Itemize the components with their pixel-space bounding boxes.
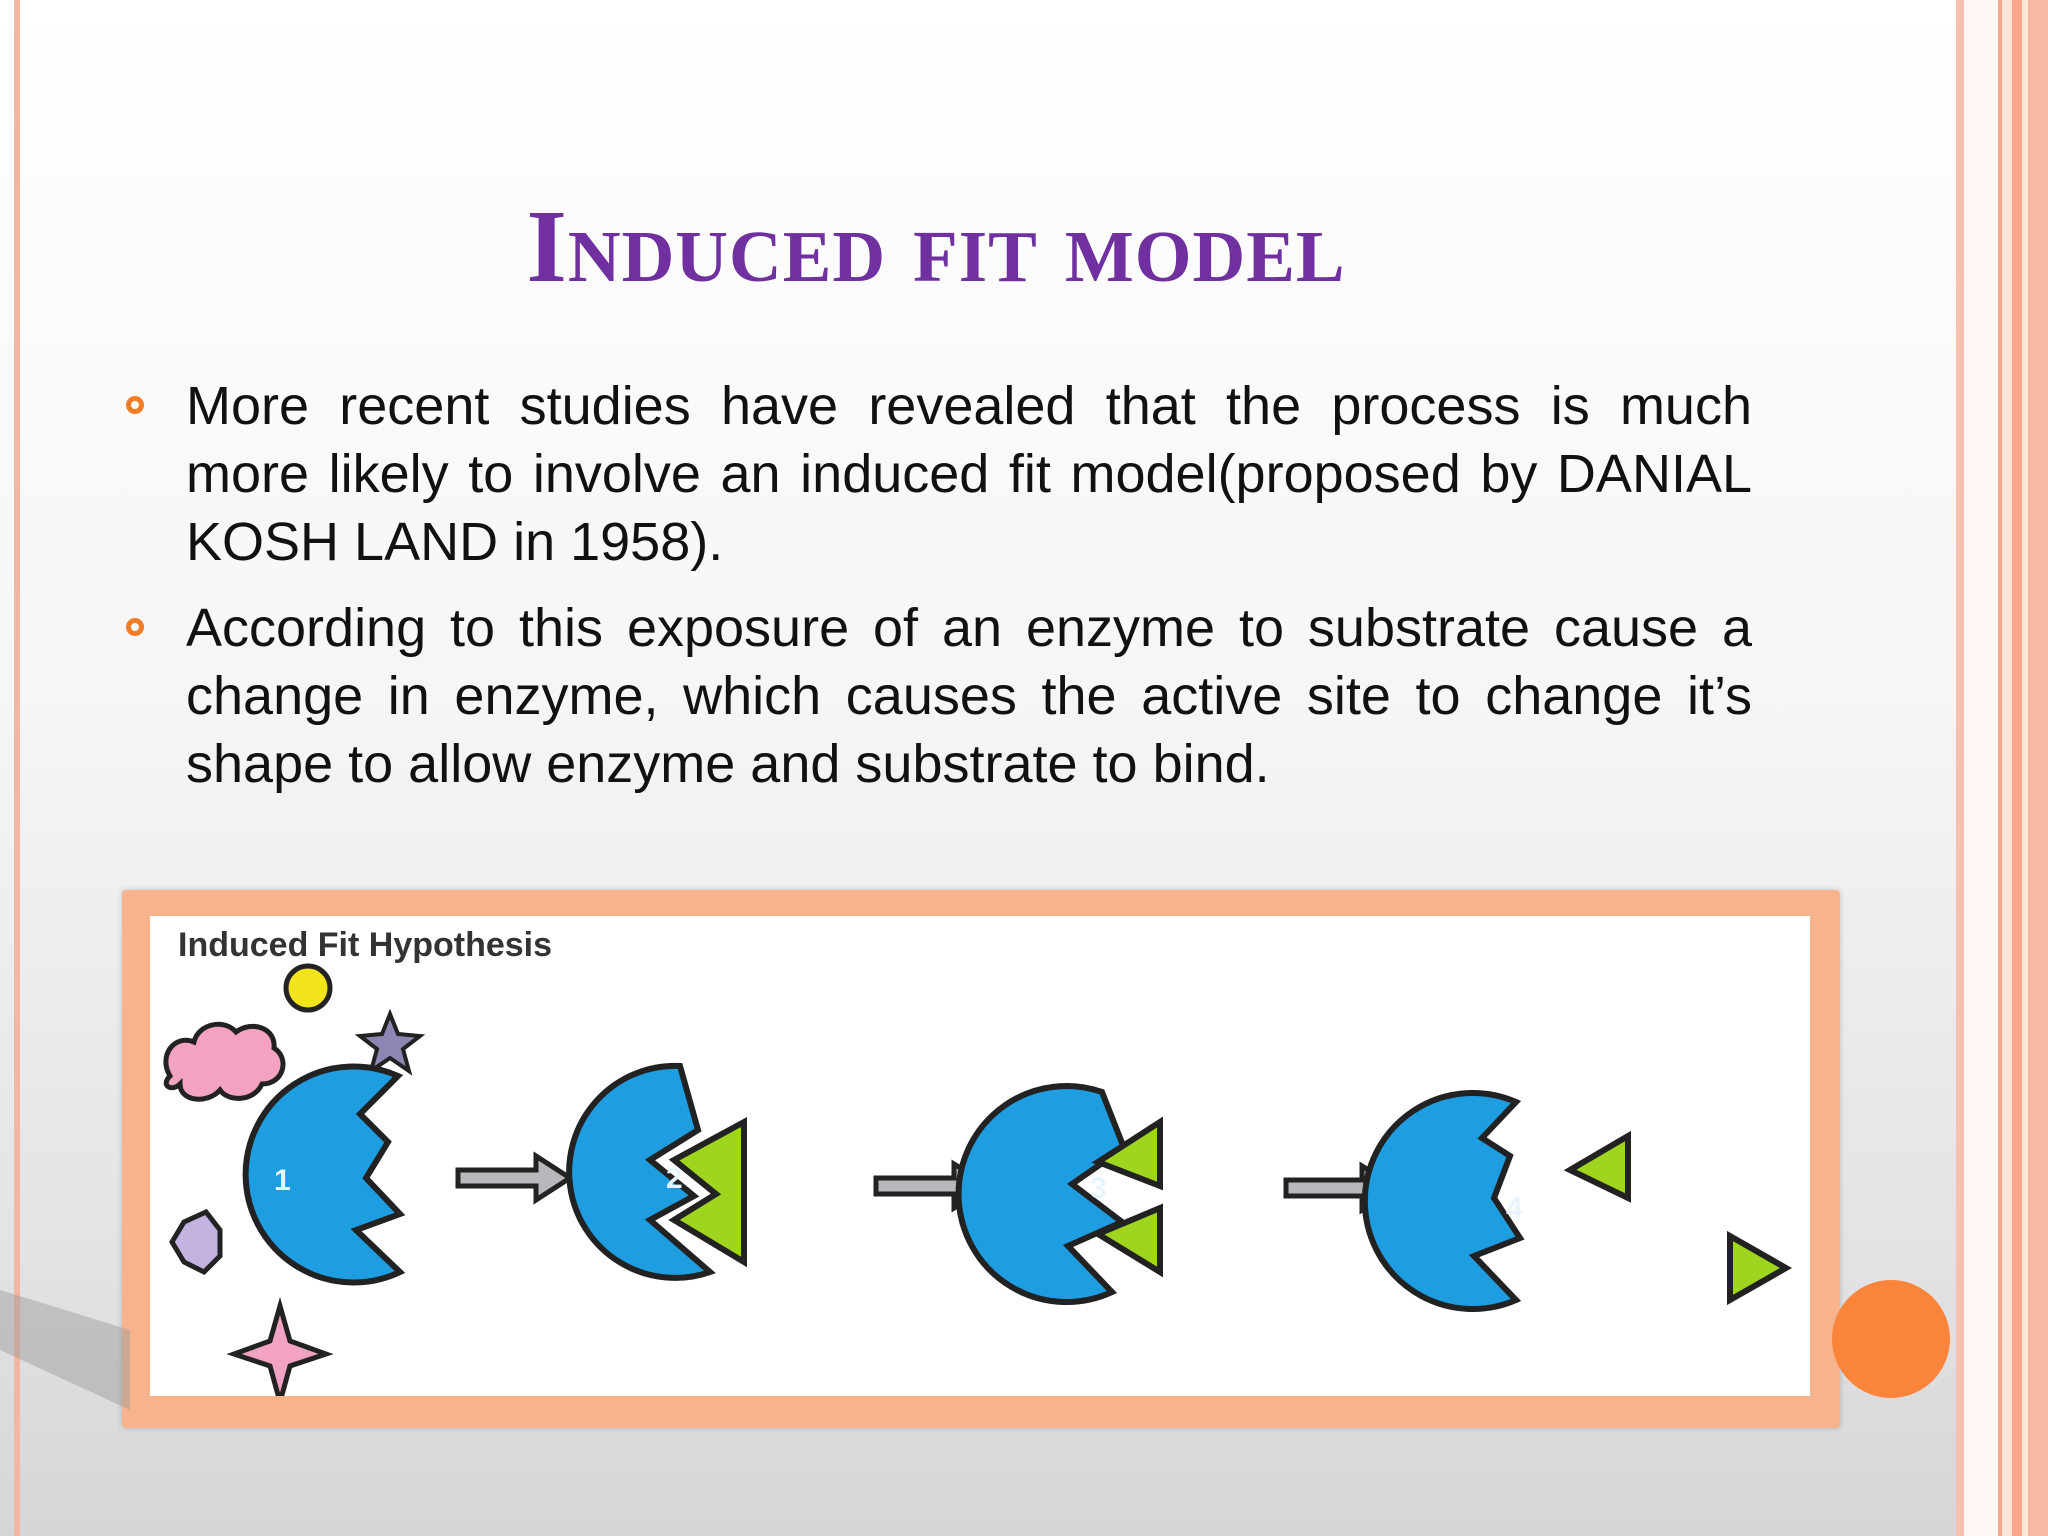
slide-left-border <box>14 0 20 1536</box>
product-1-icon <box>1563 1130 1631 1203</box>
bullet-item: According to this exposure of an enzyme … <box>120 594 1752 798</box>
cloud-substrate-icon <box>163 1021 286 1102</box>
bullet-text: More recent studies have revealed that t… <box>186 376 1752 572</box>
arrow-1-icon <box>455 1151 575 1205</box>
bullet-item: More recent studies have revealed that t… <box>120 372 1752 576</box>
enzyme-3-number: 3 <box>1090 1172 1107 1205</box>
enzyme-2-icon <box>566 1062 716 1281</box>
bullet-circle-icon <box>126 396 144 414</box>
enzyme-1-number: 1 <box>274 1164 291 1197</box>
bullet-circle-icon <box>126 618 144 636</box>
product-2-icon <box>1727 1230 1793 1306</box>
bullet-list: More recent studies have revealed that t… <box>120 372 1752 816</box>
induced-fit-figure: 1 2 3 4 Induced Fit Hypothesis <box>122 890 1840 1428</box>
substrate-3a-icon <box>1091 1116 1163 1191</box>
enzyme-1-icon <box>242 1063 406 1286</box>
enzyme-2-number: 2 <box>666 1162 683 1195</box>
enzyme-4-icon <box>1361 1090 1525 1312</box>
star-substrate-icon <box>354 1008 426 1076</box>
slide-right-border <box>1956 0 2048 1536</box>
slide-title: Induced fit model <box>526 189 1346 304</box>
decorative-orange-dot <box>1832 1280 1950 1398</box>
four-point-star-substrate-icon <box>226 1296 334 1396</box>
substrate-2-icon <box>668 1116 747 1268</box>
figure-canvas: 1 2 3 4 Induced Fit Hypothesis <box>150 916 1810 1396</box>
circle-substrate-icon <box>283 963 333 1013</box>
enzyme-3-icon <box>955 1083 1128 1305</box>
hexagon-substrate-icon <box>169 1208 223 1276</box>
figure-label: Induced Fit Hypothesis <box>178 926 553 964</box>
substrate-3b-icon <box>1091 1203 1163 1278</box>
bullet-text: According to this exposure of an enzyme … <box>186 598 1752 794</box>
decorative-shadow <box>0 1290 130 1410</box>
induced-fit-diagram: 1 2 3 4 <box>163 963 1793 1396</box>
enzyme-4-number: 4 <box>1506 1192 1523 1225</box>
